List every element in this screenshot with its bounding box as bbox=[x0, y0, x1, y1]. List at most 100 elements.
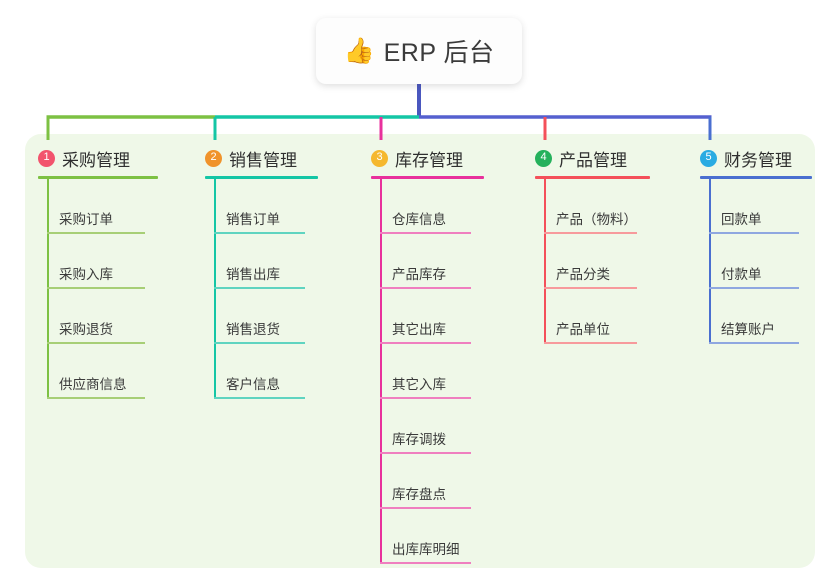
item-underline bbox=[214, 287, 305, 289]
branch-header-underline bbox=[535, 176, 650, 179]
branch-number-badge: 1 bbox=[38, 149, 55, 167]
item-spine bbox=[544, 289, 546, 344]
branch-item-label: 销售退货 bbox=[226, 322, 280, 337]
item-spine bbox=[380, 289, 382, 344]
branch-item-label: 付款单 bbox=[721, 267, 762, 282]
item-underline bbox=[709, 287, 799, 289]
branch-title: 销售管理 bbox=[229, 150, 297, 170]
branch-title: 库存管理 bbox=[395, 150, 463, 170]
item-spine bbox=[214, 289, 216, 344]
branch-item[interactable]: 结算账户 bbox=[700, 289, 812, 344]
branch-item[interactable]: 供应商信息 bbox=[38, 344, 158, 399]
branch-number-badge: 4 bbox=[535, 149, 552, 167]
branch-item-label: 仓库信息 bbox=[392, 212, 446, 227]
branch-item[interactable]: 产品单位 bbox=[535, 289, 650, 344]
branch-item-list: 回款单付款单结算账户 bbox=[700, 179, 812, 344]
branch-item-list: 采购订单采购入库采购退货供应商信息 bbox=[38, 179, 158, 399]
branch-item[interactable]: 仓库信息 bbox=[371, 179, 484, 234]
branch-item-label: 产品分类 bbox=[556, 267, 610, 282]
item-spine bbox=[47, 344, 49, 399]
item-underline bbox=[214, 232, 305, 234]
item-underline bbox=[544, 232, 637, 234]
item-underline bbox=[47, 232, 145, 234]
item-underline bbox=[544, 342, 637, 344]
branch-item-label: 结算账户 bbox=[721, 322, 775, 337]
branch-item-label: 销售订单 bbox=[226, 212, 280, 227]
item-underline bbox=[214, 397, 305, 399]
branch-item-label: 采购订单 bbox=[59, 212, 113, 227]
branch-item[interactable]: 库存盘点 bbox=[371, 454, 484, 509]
branch-number-badge: 3 bbox=[371, 149, 388, 167]
root-node[interactable]: 👍 ERP 后台 bbox=[316, 18, 522, 84]
branch-header-1[interactable]: 1 采购管理 bbox=[38, 146, 158, 170]
item-underline bbox=[47, 397, 145, 399]
branch-item[interactable]: 产品分类 bbox=[535, 234, 650, 289]
branch-item[interactable]: 其它入库 bbox=[371, 344, 484, 399]
item-spine bbox=[47, 179, 49, 234]
branch-header-4[interactable]: 4 产品管理 bbox=[535, 146, 650, 170]
item-underline bbox=[380, 562, 471, 564]
item-spine bbox=[380, 509, 382, 564]
branch-item[interactable]: 付款单 bbox=[700, 234, 812, 289]
branch-item-label: 库存调拨 bbox=[392, 432, 446, 447]
branch-header-underline bbox=[371, 176, 484, 179]
item-spine bbox=[380, 454, 382, 509]
item-spine bbox=[709, 289, 711, 344]
item-underline bbox=[709, 342, 799, 344]
branch-title: 产品管理 bbox=[559, 150, 627, 170]
branch-item-label: 其它出库 bbox=[392, 322, 446, 337]
item-spine bbox=[47, 289, 49, 344]
item-underline bbox=[709, 232, 799, 234]
branch-item[interactable]: 销售退货 bbox=[205, 289, 318, 344]
branch-item[interactable]: 销售出库 bbox=[205, 234, 318, 289]
item-spine bbox=[709, 179, 711, 234]
branch-number-badge: 5 bbox=[700, 149, 717, 167]
item-underline bbox=[380, 342, 471, 344]
branch-item-label: 回款单 bbox=[721, 212, 762, 227]
branch-item[interactable]: 采购入库 bbox=[38, 234, 158, 289]
branch-item[interactable]: 出库库明细 bbox=[371, 509, 484, 564]
branch-title: 采购管理 bbox=[62, 150, 130, 170]
branch-header-underline bbox=[700, 176, 812, 179]
root-node-title: ERP 后台 bbox=[383, 39, 495, 67]
branch-item-label: 客户信息 bbox=[226, 377, 280, 392]
branch-item[interactable]: 回款单 bbox=[700, 179, 812, 234]
branch-item[interactable]: 库存调拨 bbox=[371, 399, 484, 454]
item-spine bbox=[214, 179, 216, 234]
item-spine bbox=[380, 179, 382, 234]
item-underline bbox=[47, 287, 145, 289]
branch-item[interactable]: 销售订单 bbox=[205, 179, 318, 234]
branch-item[interactable]: 产品（物料） bbox=[535, 179, 650, 234]
item-spine bbox=[544, 179, 546, 234]
branch-item[interactable]: 采购订单 bbox=[38, 179, 158, 234]
item-spine bbox=[214, 344, 216, 399]
branch-item-label: 供应商信息 bbox=[59, 377, 127, 392]
item-underline bbox=[544, 287, 637, 289]
item-underline bbox=[380, 232, 471, 234]
branch-item-label: 产品单位 bbox=[556, 322, 610, 337]
branch-item[interactable]: 采购退货 bbox=[38, 289, 158, 344]
branch-item[interactable]: 客户信息 bbox=[205, 344, 318, 399]
item-underline bbox=[380, 397, 471, 399]
branch-item-label: 采购入库 bbox=[59, 267, 113, 282]
branch-item-label: 采购退货 bbox=[59, 322, 113, 337]
item-spine bbox=[380, 344, 382, 399]
item-underline bbox=[380, 287, 471, 289]
item-underline bbox=[47, 342, 145, 344]
item-spine bbox=[47, 234, 49, 289]
branch-column-4: 4 产品管理产品（物料） 产品分类产品单位 bbox=[535, 146, 650, 344]
branch-column-1: 1 采购管理采购订单采购入库采购退货供应商信息 bbox=[38, 146, 158, 399]
branch-header-underline bbox=[38, 176, 158, 179]
branch-item-list: 仓库信息产品库存其它出库其它入库库存调拨库存盘点出库库明细 bbox=[371, 179, 484, 564]
branch-item[interactable]: 其它出库 bbox=[371, 289, 484, 344]
branch-item-label: 销售出库 bbox=[226, 267, 280, 282]
branch-item-label: 出库库明细 bbox=[392, 542, 460, 557]
branch-item[interactable]: 产品库存 bbox=[371, 234, 484, 289]
item-spine bbox=[380, 234, 382, 289]
branch-header-3[interactable]: 3 库存管理 bbox=[371, 146, 484, 170]
item-spine bbox=[214, 234, 216, 289]
